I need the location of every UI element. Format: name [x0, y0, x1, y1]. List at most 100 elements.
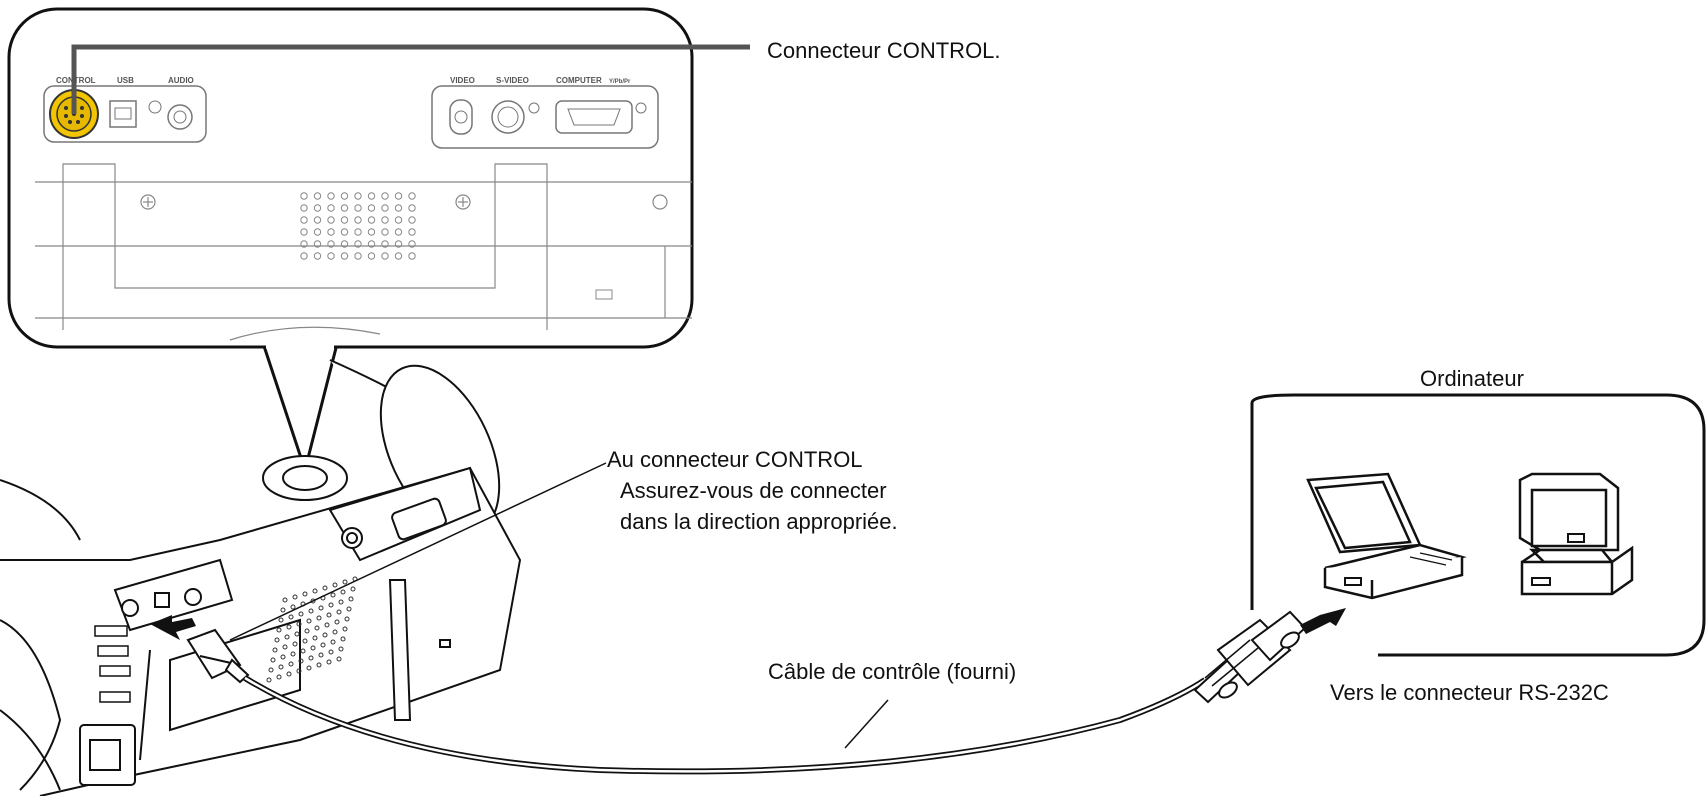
vent-hole	[408, 240, 416, 248]
projector-drawing	[0, 359, 522, 796]
projector-vent-hole	[322, 632, 328, 638]
vent-hole	[313, 228, 322, 236]
vent-hole	[367, 240, 376, 248]
projector-vent-hole	[314, 625, 320, 631]
vent-hole	[394, 228, 403, 236]
label-to-control-connector: Au connecteur CONTROL	[607, 447, 863, 472]
projector-vent-hole	[346, 606, 352, 612]
vent-hole	[367, 228, 376, 236]
insert-arrow-left	[150, 615, 196, 640]
projector-vent-hole	[324, 622, 330, 628]
projector-vent-hole	[344, 616, 350, 622]
projector-vent-hole	[288, 614, 294, 620]
projector-vent-hole	[292, 594, 298, 600]
vent-hole	[381, 192, 389, 200]
projector-vent-hole	[308, 655, 314, 661]
vent-hole	[381, 228, 389, 236]
label-computer: Ordinateur	[1420, 366, 1524, 391]
projector-vent-hole	[282, 597, 288, 603]
panel-label-video: VIDEO	[450, 76, 475, 85]
vent-hole	[340, 252, 349, 260]
vent-hole	[394, 216, 403, 224]
vent-hole	[408, 228, 416, 236]
vent-hole	[327, 240, 335, 248]
projector-vent-hole	[304, 628, 310, 634]
projector-vent-hole	[290, 651, 296, 657]
vent-hole	[327, 216, 335, 224]
vent-hole	[394, 204, 403, 212]
panel-label-computer: COMPUTER	[556, 76, 602, 85]
projector-vent-hole	[282, 644, 288, 650]
projector-vent-hole	[278, 664, 284, 670]
panel-label-usb: USB	[117, 76, 134, 85]
vent-hole	[354, 240, 362, 248]
vent-hole	[394, 192, 403, 200]
vent-hole	[408, 204, 416, 212]
label-direction-note-1: Assurez-vous de connecter	[620, 478, 887, 503]
cable-plug-rs232c	[1193, 610, 1307, 704]
projector-vent-hole	[284, 634, 290, 640]
vent-hole	[354, 192, 362, 200]
projector-vent-hole	[266, 677, 272, 683]
leader-to-control	[229, 462, 607, 641]
vent-hole	[394, 240, 403, 248]
vent-hole	[367, 216, 376, 224]
vent-hole	[354, 252, 362, 260]
label-control-connector: Connecteur CONTROL.	[767, 38, 1001, 63]
projector-vent-hole	[300, 648, 306, 654]
projector-vent-hole	[270, 657, 276, 663]
projector-vent-hole	[290, 604, 296, 610]
projector-vent-hole	[268, 667, 274, 673]
projector-vent-hole	[280, 607, 286, 613]
projector-vent-hole	[298, 658, 304, 664]
projector-vent-hole	[302, 591, 308, 597]
projector-vent-hole	[330, 639, 336, 645]
projector-vent-hole	[280, 654, 286, 660]
projector-vent-hole	[318, 652, 324, 658]
vent-hole	[313, 204, 322, 212]
vent-hole	[300, 240, 308, 248]
projector-vent-hole	[336, 656, 342, 662]
vent-hole	[340, 216, 349, 224]
projector-vent-hole	[312, 588, 318, 594]
projector-vent-hole	[340, 636, 346, 642]
vent-hole	[327, 192, 335, 200]
vent-hole	[327, 228, 335, 236]
label-control-cable: Câble de contrôle (fourni)	[768, 659, 1017, 684]
projector-vent-hole	[330, 592, 336, 598]
vent-hole	[354, 216, 362, 224]
projector-vent-hole	[276, 627, 282, 633]
vent-hole	[408, 252, 416, 260]
vent-hole	[300, 216, 308, 224]
panel-label-audio: AUDIO	[168, 76, 194, 85]
projector-vent-hole	[272, 647, 278, 653]
projector-vent-hole	[338, 646, 344, 652]
projector-vent-hole	[276, 674, 282, 680]
vent-hole	[313, 252, 322, 260]
projector-vent-hole	[340, 589, 346, 595]
projector-vent-hole	[310, 598, 316, 604]
panel-label-computer-sub: Y/Pb/Pr	[609, 79, 631, 85]
projector-vent-hole	[326, 612, 332, 618]
projector-vent-hole	[328, 602, 334, 608]
projector-vent-hole	[274, 637, 280, 643]
vent-hole	[300, 228, 308, 236]
projector-vent-hole	[296, 668, 302, 674]
projector-vent-hole	[348, 596, 354, 602]
computer-box	[1250, 393, 1706, 657]
vent-hole	[381, 252, 389, 260]
laptop-icon	[1306, 472, 1467, 600]
vent-hole	[381, 216, 389, 224]
vent-hole	[313, 216, 322, 224]
panel-label-svideo: S-VIDEO	[496, 76, 529, 85]
projector-vent-hole	[292, 641, 298, 647]
projector-vent-hole	[302, 638, 308, 644]
label-rs232c: Vers le connecteur RS-232C	[1330, 680, 1609, 705]
vent-hole	[381, 240, 389, 248]
vent-hole	[340, 204, 349, 212]
projector-vent-hole	[350, 586, 356, 592]
projector-vent-hole	[336, 609, 342, 615]
projector-vent-hole	[332, 582, 338, 588]
vent-hole	[381, 204, 389, 212]
